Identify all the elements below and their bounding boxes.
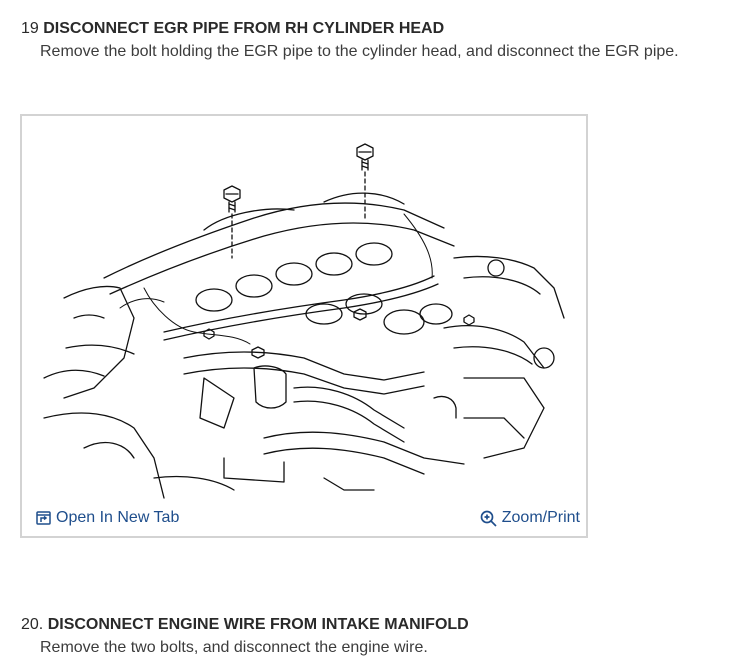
- bolt-right-icon: [356, 143, 374, 219]
- step-number: 19: [21, 20, 39, 37]
- step-19: 19 DISCONNECT EGR PIPE FROM RH CYLINDER …: [21, 19, 679, 62]
- open-in-new-tab-icon: [36, 511, 51, 525]
- figure-panel: Open In New Tab Zoom/Print: [20, 114, 588, 538]
- zoom-print-label: Zoom/Print: [501, 509, 580, 526]
- zoom-print-link[interactable]: Zoom/Print: [480, 508, 580, 528]
- open-in-new-tab-label: Open In New Tab: [56, 509, 180, 526]
- step-title: DISCONNECT EGR PIPE FROM RH CYLINDER HEA…: [43, 20, 445, 37]
- step-instruction: Remove the two bolts, and disconnect the…: [40, 639, 428, 656]
- step-instruction: Remove the bolt holding the EGR pipe to …: [40, 43, 679, 60]
- bolt-left-icon: [223, 185, 241, 259]
- engine-diagram[interactable]: [24, 118, 584, 506]
- step-heading: 19 DISCONNECT EGR PIPE FROM RH CYLINDER …: [21, 19, 679, 39]
- step-20: 20. DISCONNECT ENGINE WIRE FROM INTAKE M…: [21, 615, 469, 658]
- step-number: 20.: [21, 616, 44, 633]
- zoom-magnifier-icon: [480, 510, 497, 527]
- open-in-new-tab-link[interactable]: Open In New Tab: [36, 508, 179, 528]
- figure-toolbar: Open In New Tab Zoom/Print: [22, 502, 586, 536]
- step-title: DISCONNECT ENGINE WIRE FROM INTAKE MANIF…: [47, 616, 469, 633]
- step-heading: 20. DISCONNECT ENGINE WIRE FROM INTAKE M…: [21, 615, 469, 635]
